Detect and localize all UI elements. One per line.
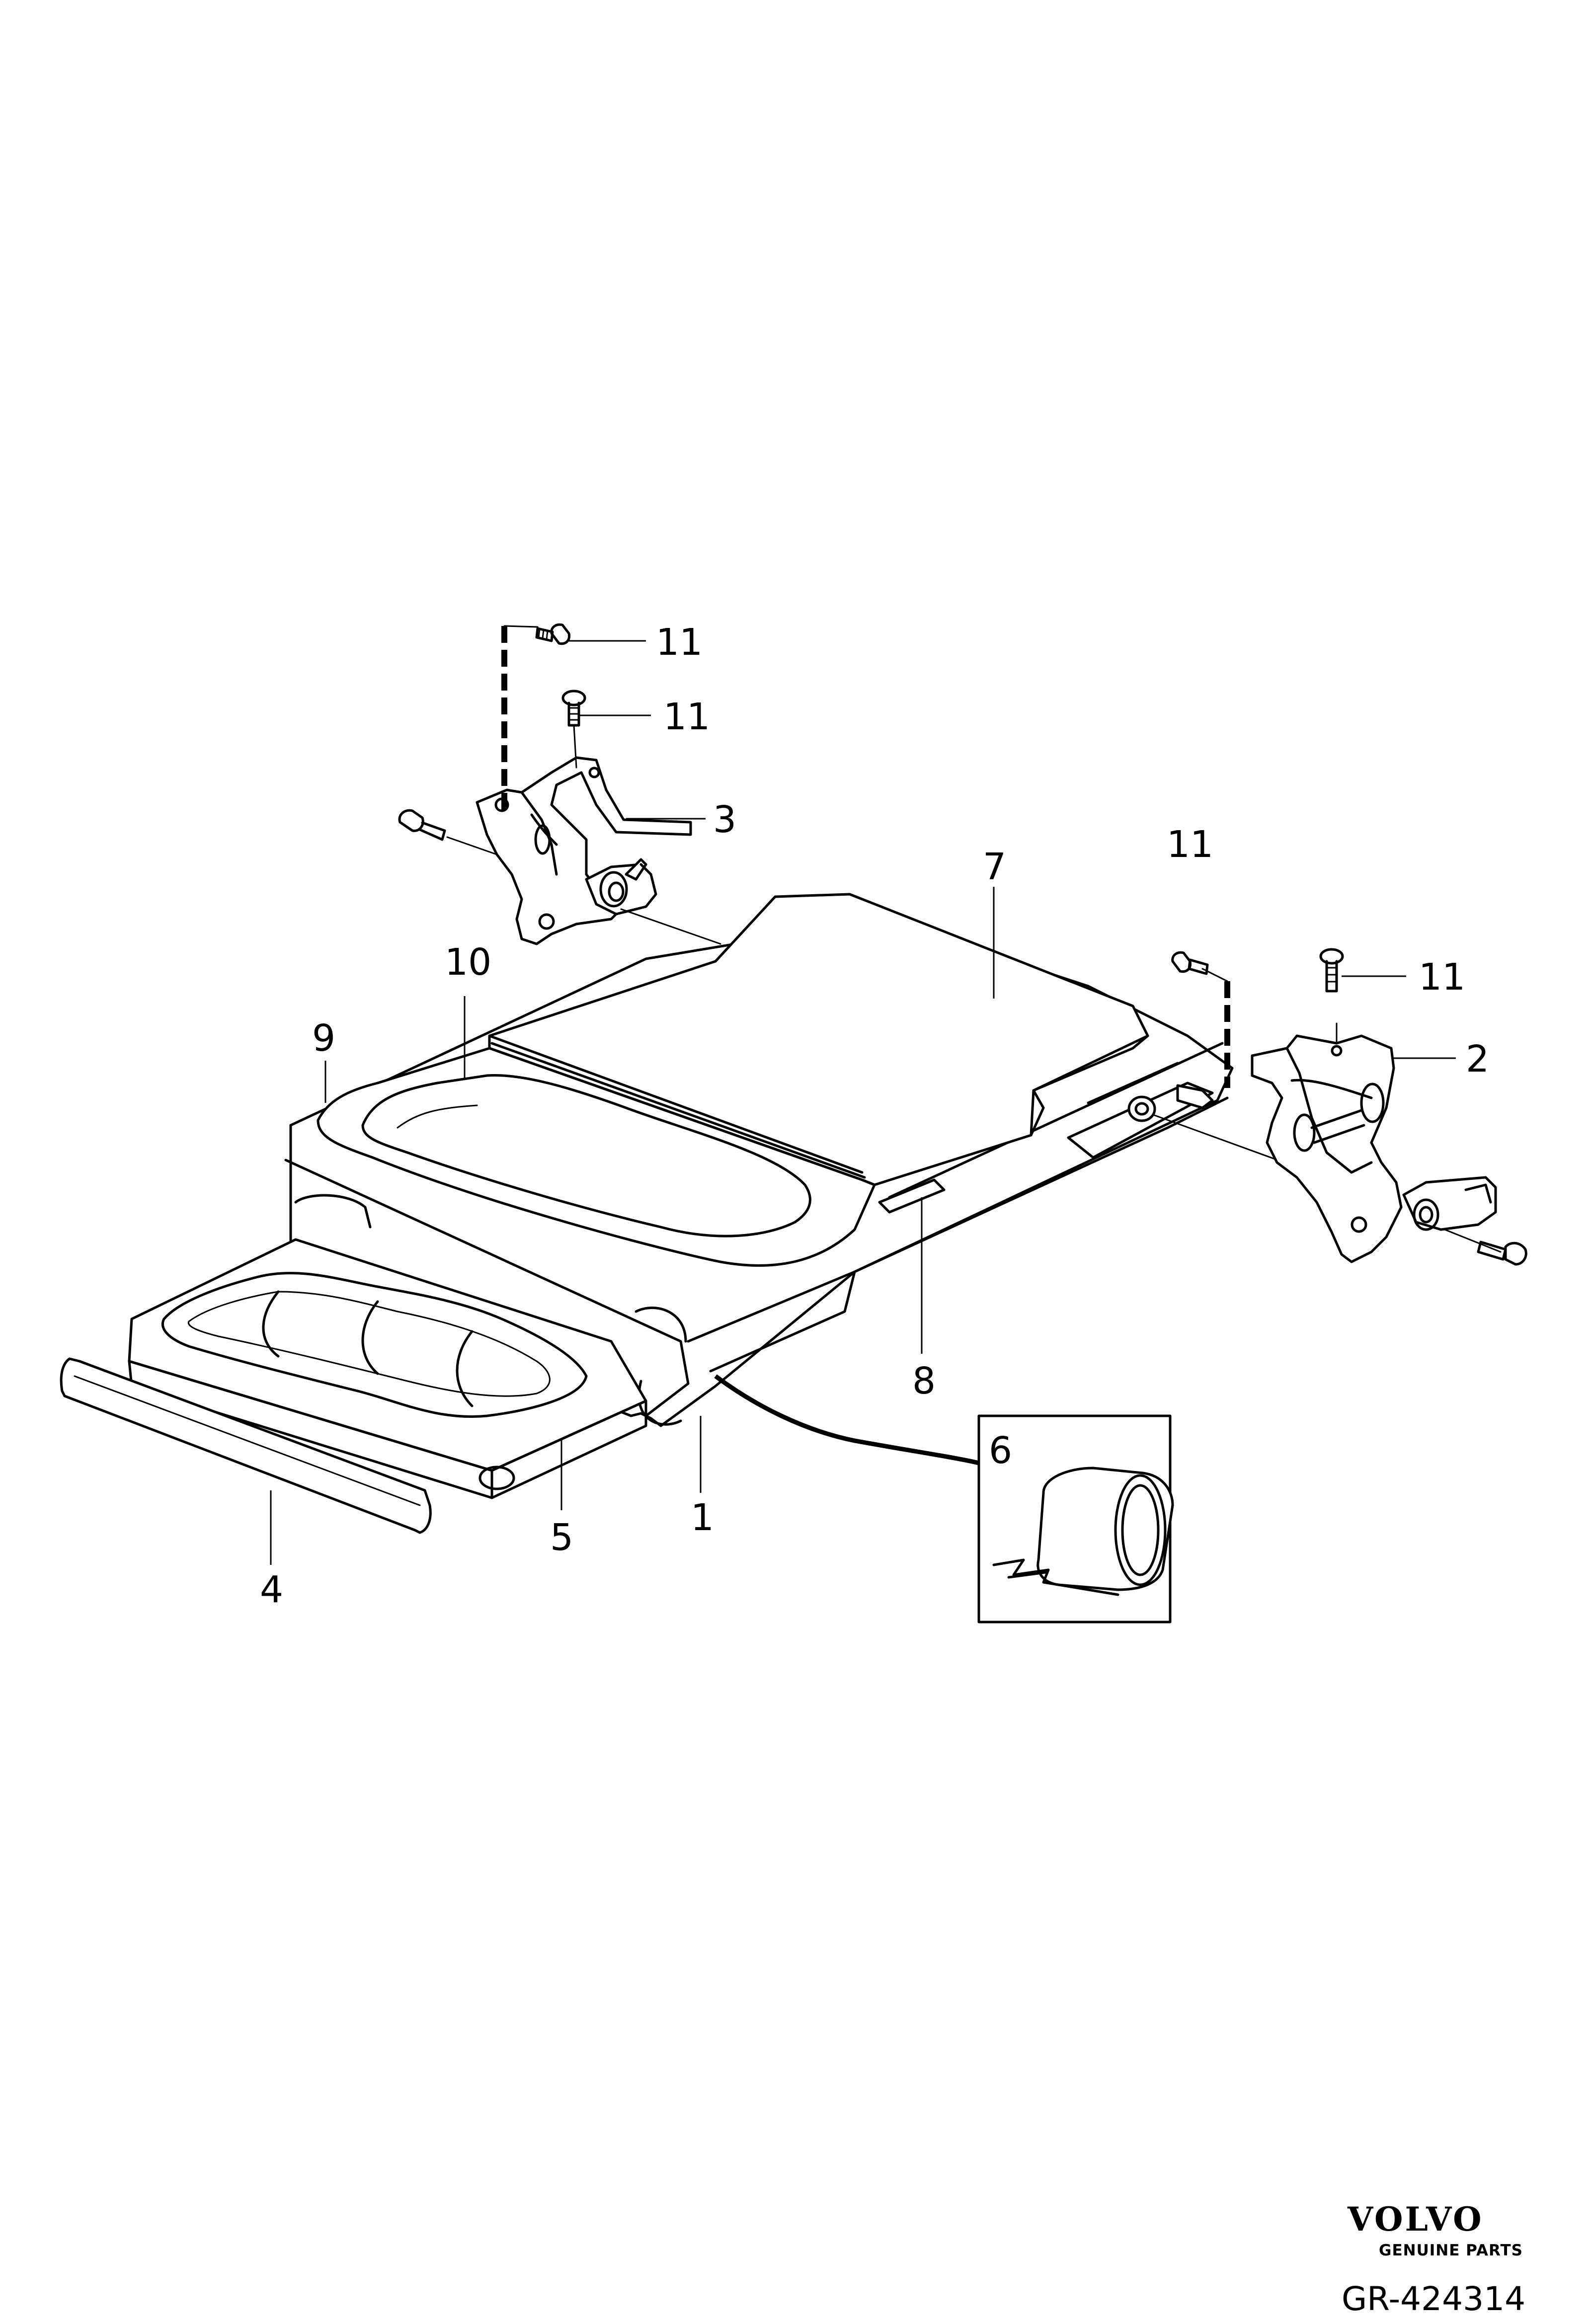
left-hinge-bracket — [476, 756, 692, 945]
callout-2: 2 — [1466, 1038, 1489, 1081]
callout-11-right: 11 — [1419, 956, 1465, 999]
detail-box-6 — [977, 1414, 1174, 1624]
lower-right-screw — [1477, 1240, 1527, 1266]
genuine-parts-text: GENUINE PARTS — [1379, 2242, 1523, 2259]
callout-8: 8 — [912, 1360, 936, 1402]
callout-11-top: 11 — [656, 621, 703, 664]
pivot-pin — [1127, 1084, 1214, 1122]
cable-line — [714, 1374, 980, 1466]
front-trim-strip — [60, 1357, 432, 1534]
callout-6: 6 — [989, 1429, 1012, 1472]
right-hinge-bracket — [1251, 1034, 1497, 1263]
tray-foot — [478, 1466, 515, 1490]
storage-lid — [317, 1034, 946, 1267]
volvo-logo-text: VOLVO — [1347, 2200, 1484, 2239]
callout-10: 10 — [445, 941, 491, 984]
callout-3: 3 — [713, 798, 736, 841]
reference-number: GR-424314 — [1342, 2280, 1525, 2318]
callout-9: 9 — [312, 1017, 335, 1060]
callout-1: 1 — [691, 1496, 714, 1539]
callout-4: 4 — [260, 1568, 283, 1611]
screw-11-right-top — [1319, 948, 1344, 993]
leader-lines — [270, 640, 1456, 1565]
screw-11-vertical-left — [561, 690, 586, 727]
callout-7: 7 — [983, 846, 1006, 888]
left-side-screw — [398, 809, 446, 841]
callout-5: 5 — [550, 1516, 573, 1559]
callout-11-right-upper: 11 — [1167, 823, 1213, 866]
screw-11-right-left — [1171, 951, 1209, 975]
screw-11-top-left — [535, 623, 571, 645]
callout-11-second: 11 — [663, 696, 710, 738]
cupholder-tray — [128, 1194, 687, 1499]
